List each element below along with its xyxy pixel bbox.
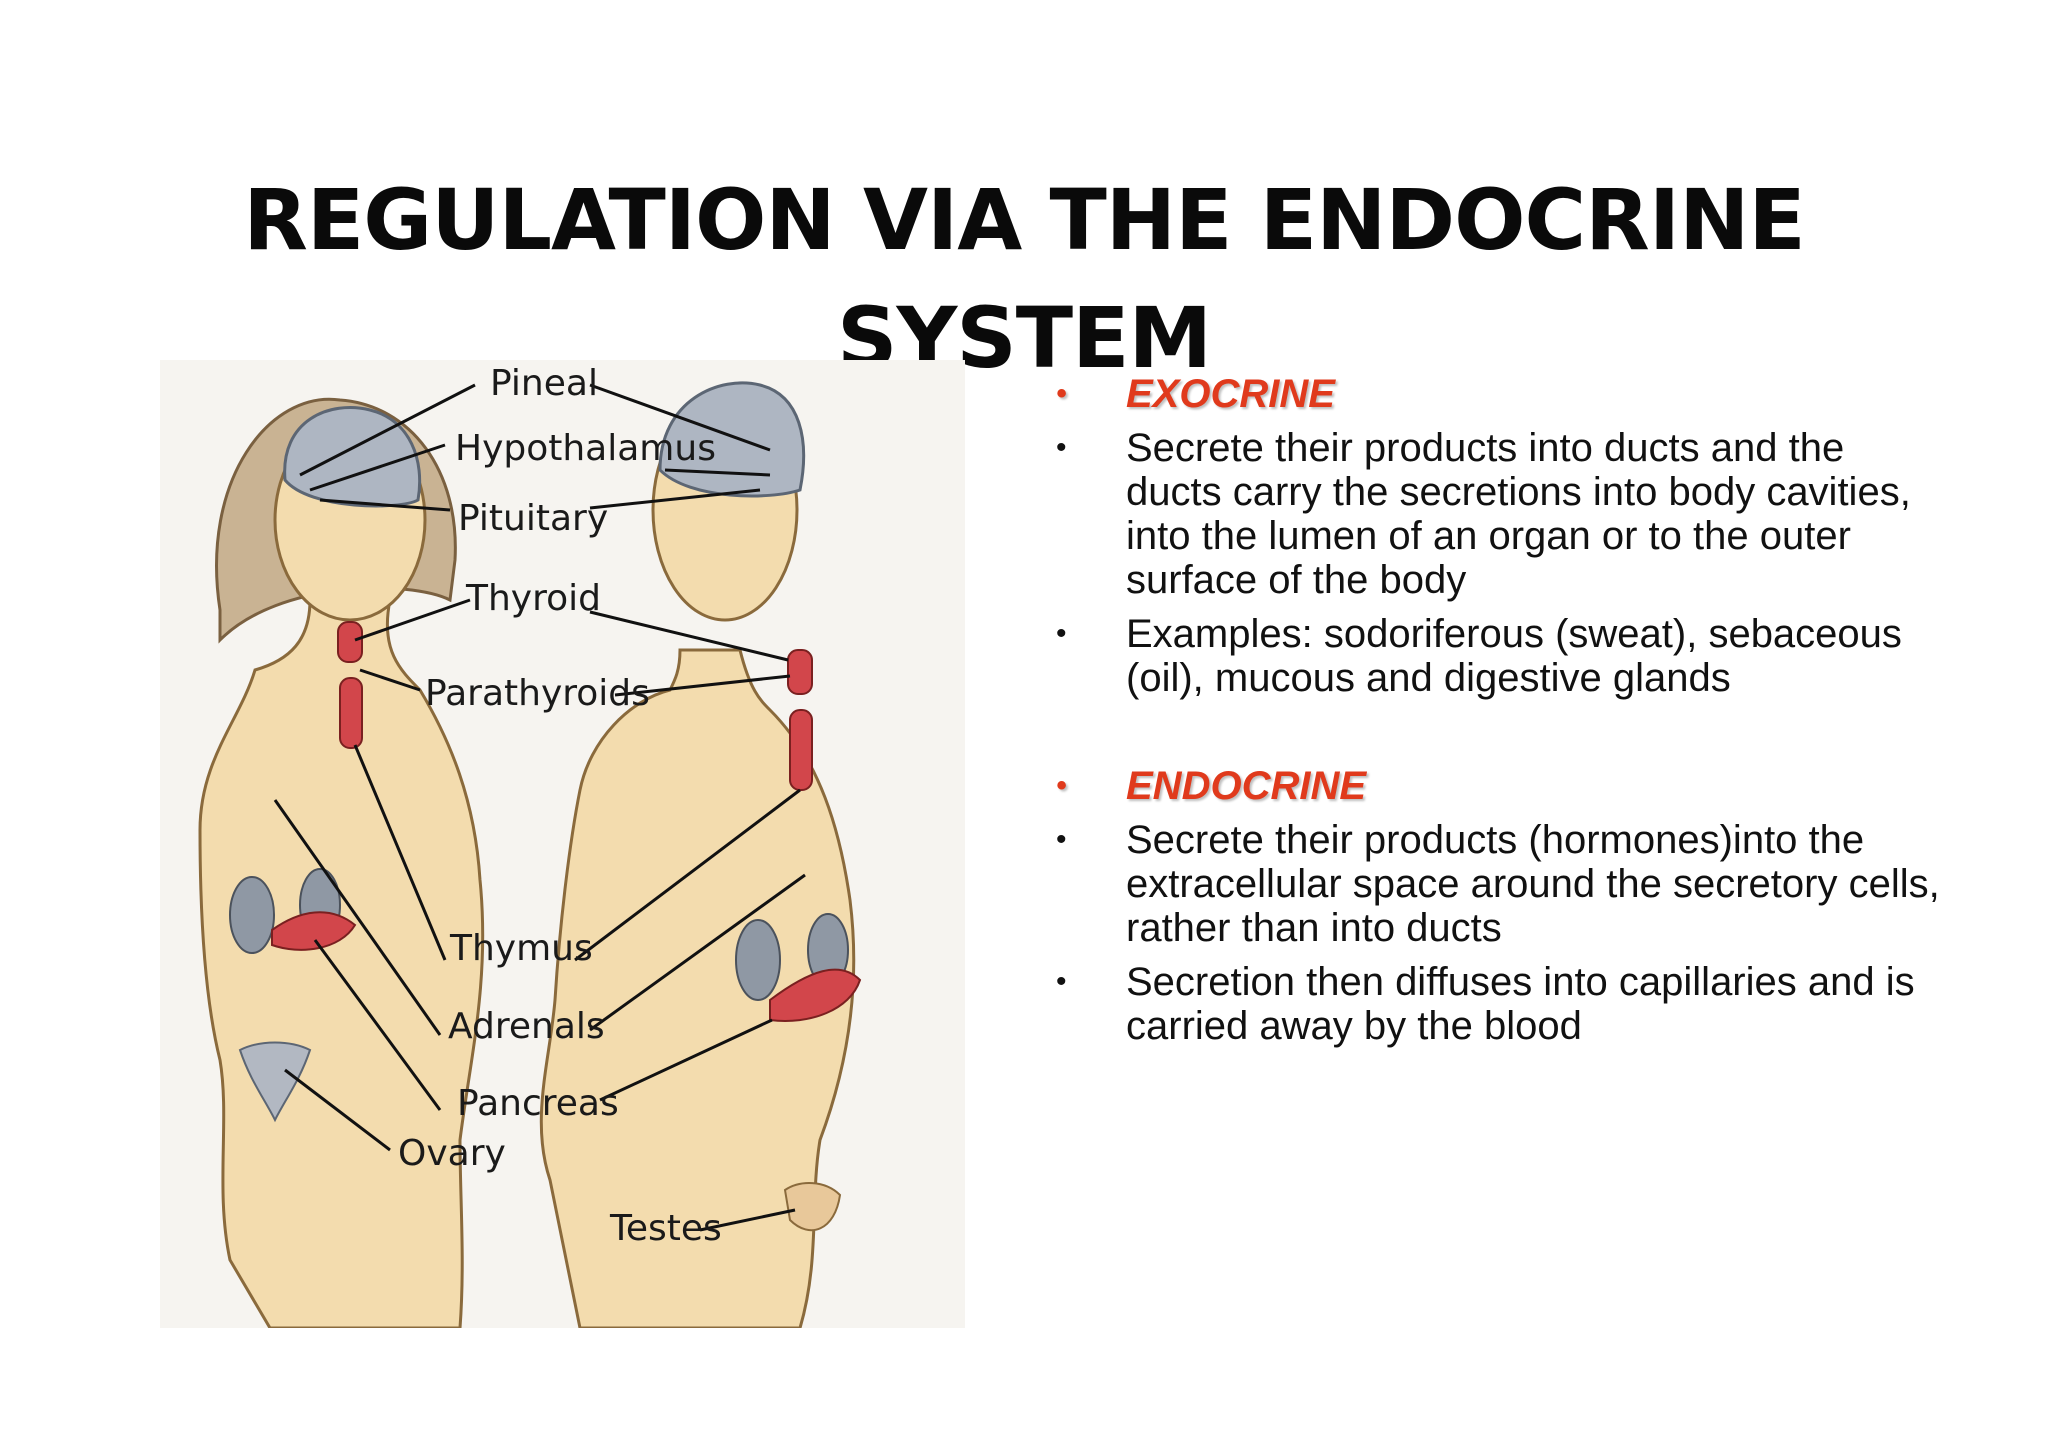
label-pancreas: Pancreas <box>457 1083 619 1124</box>
male-testes <box>783 1182 842 1232</box>
label-testes: Testes <box>609 1208 722 1249</box>
label-pituitary: Pituitary <box>458 498 608 539</box>
exocrine-heading-text: EXOCRINE <box>1126 372 1335 416</box>
female-body <box>198 598 485 1328</box>
bullet-icon: • <box>1056 769 1067 802</box>
exocrine-heading: • EXOCRINE <box>1050 372 1950 416</box>
female-kidney-left <box>229 876 275 954</box>
endocrine-diffusion: • Secretion then diffuses into capillari… <box>1050 960 1950 1048</box>
anatomy-diagram: Pineal Hypothalamus Pituitary Thyroid Pa… <box>198 363 862 1328</box>
exocrine-examples-text: Examples: sodoriferous (sweat), sebaceou… <box>1126 612 1902 700</box>
bullet-icon: • <box>1056 377 1067 410</box>
female-thymus <box>339 677 363 749</box>
label-parathyroids: Parathyroids <box>425 673 650 714</box>
leader-lines <box>273 383 806 1232</box>
female-figure <box>198 397 485 1328</box>
endocrine-diffusion-text: Secretion then diffuses into capillaries… <box>1126 960 1915 1048</box>
female-thyroid <box>337 621 363 663</box>
slide-title-line-1: REGULATION VIA THE ENDOCRINE <box>243 171 1806 270</box>
gland-types-list: • EXOCRINE • Secrete their products into… <box>1050 372 1950 1048</box>
slide-title: REGULATION VIA THE ENDOCRINE SYSTEM <box>0 161 2048 397</box>
male-thymus <box>789 709 813 791</box>
endocrine-heading: • ENDOCRINE <box>1050 764 1950 808</box>
label-pineal: Pineal <box>490 363 598 404</box>
male-kidney-left <box>735 919 781 1001</box>
label-adrenals: Adrenals <box>448 1006 605 1047</box>
bullet-icon: • <box>1056 965 1067 998</box>
exocrine-examples: • Examples: sodoriferous (sweat), sebace… <box>1050 612 1950 700</box>
endocrine-heading-text: ENDOCRINE <box>1126 764 1367 808</box>
bullet-icon: • <box>1056 823 1067 856</box>
male-thyroid <box>787 649 813 695</box>
exocrine-description-text: Secrete their products into ducts and th… <box>1126 426 1911 602</box>
endocrine-glands-illustration: Pineal Hypothalamus Pituitary Thyroid Pa… <box>160 360 965 1328</box>
endocrine-description: • Secrete their products (hormones)into … <box>1050 818 1950 950</box>
female-uterus <box>238 1041 312 1123</box>
bullet-icon: • <box>1056 617 1067 650</box>
female-pancreas <box>271 911 357 951</box>
bullet-icon: • <box>1056 431 1067 464</box>
exocrine-description: • Secrete their products into ducts and … <box>1050 426 1950 602</box>
endocrine-description-text: Secrete their products (hormones)into th… <box>1126 818 1940 950</box>
label-hypothalamus: Hypothalamus <box>455 428 716 469</box>
male-brain <box>658 381 806 498</box>
label-thyroid: Thyroid <box>465 578 601 619</box>
label-ovary: Ovary <box>398 1133 506 1174</box>
male-figure <box>539 381 862 1328</box>
label-thymus: Thymus <box>449 928 593 969</box>
male-pancreas <box>769 968 862 1022</box>
